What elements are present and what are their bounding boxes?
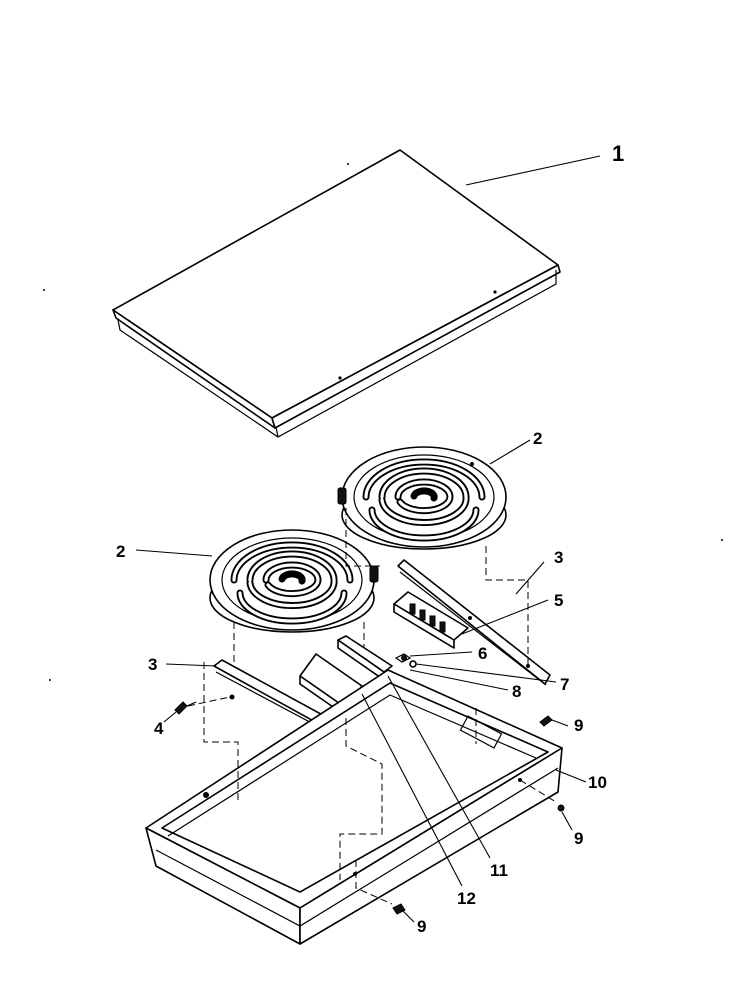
surface-element-right bbox=[337, 446, 507, 550]
wire-clip bbox=[409, 660, 417, 668]
callout-3-right: 3 bbox=[554, 548, 563, 567]
callout-3-left: 3 bbox=[148, 655, 157, 674]
callout-1: 1 bbox=[612, 141, 624, 166]
burner-box bbox=[145, 669, 563, 945]
screw-9-right bbox=[539, 715, 553, 727]
screw-9-side bbox=[557, 804, 565, 812]
callout-5: 5 bbox=[554, 591, 563, 610]
terminal-screw bbox=[394, 653, 412, 663]
surface-element-left bbox=[209, 529, 379, 633]
alignment-lines bbox=[187, 508, 557, 905]
callout-8: 8 bbox=[512, 682, 521, 701]
callout-6: 6 bbox=[478, 644, 487, 663]
callout-12: 12 bbox=[457, 889, 476, 908]
scan-specks bbox=[43, 163, 723, 681]
cooktop-glass-panel bbox=[112, 149, 561, 438]
callout-7: 7 bbox=[560, 675, 569, 694]
leader-lines bbox=[135, 155, 601, 923]
callout-9-bottom: 9 bbox=[417, 917, 426, 936]
callout-9-side: 9 bbox=[574, 829, 583, 848]
element-bracket-right bbox=[397, 559, 551, 686]
screw-9-bottom bbox=[392, 903, 406, 915]
callout-9-right: 9 bbox=[574, 716, 583, 735]
callout-10: 10 bbox=[588, 773, 607, 792]
callout-11: 11 bbox=[490, 861, 508, 880]
callout-4: 4 bbox=[154, 719, 164, 738]
callout-labels: 1 2 2 3 3 4 5 6 7 8 9 9 9 10 11 12 bbox=[116, 141, 624, 936]
terminal-block bbox=[393, 591, 469, 649]
callout-2-right: 2 bbox=[533, 429, 542, 448]
screw-4 bbox=[174, 701, 197, 715]
callout-2-left: 2 bbox=[116, 542, 125, 561]
